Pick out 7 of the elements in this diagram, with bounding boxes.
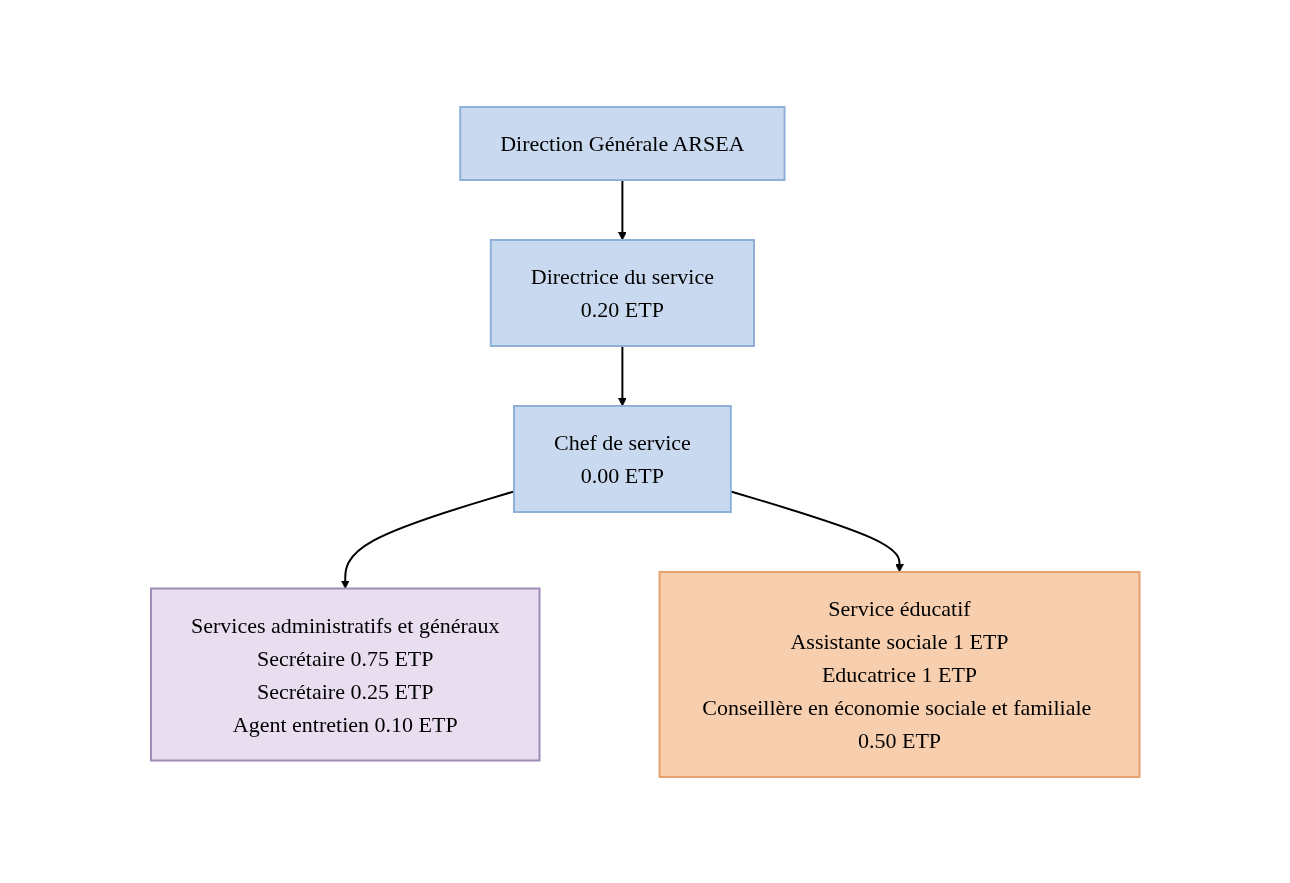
arrow bbox=[617, 344, 627, 406]
node-box: Service éducatif Assistante sociale 1 ETP Educatrice 1 ETP Conseillère en économie sociale et familiale 0.50 ETP bbox=[658, 570, 1141, 778]
node-box: Chef de service 0.00 ETP bbox=[512, 404, 732, 513]
node-box: Services administratifs et généraux Secrétaire 0.75 ETP Secrétaire 0.25 ETP Agent entretien 0.10 ETP bbox=[149, 587, 541, 761]
node-box: Direction Générale ARSEA bbox=[458, 105, 786, 181]
arrow bbox=[617, 178, 627, 240]
node-box: Directrice du service 0.20 ETP bbox=[489, 238, 755, 347]
